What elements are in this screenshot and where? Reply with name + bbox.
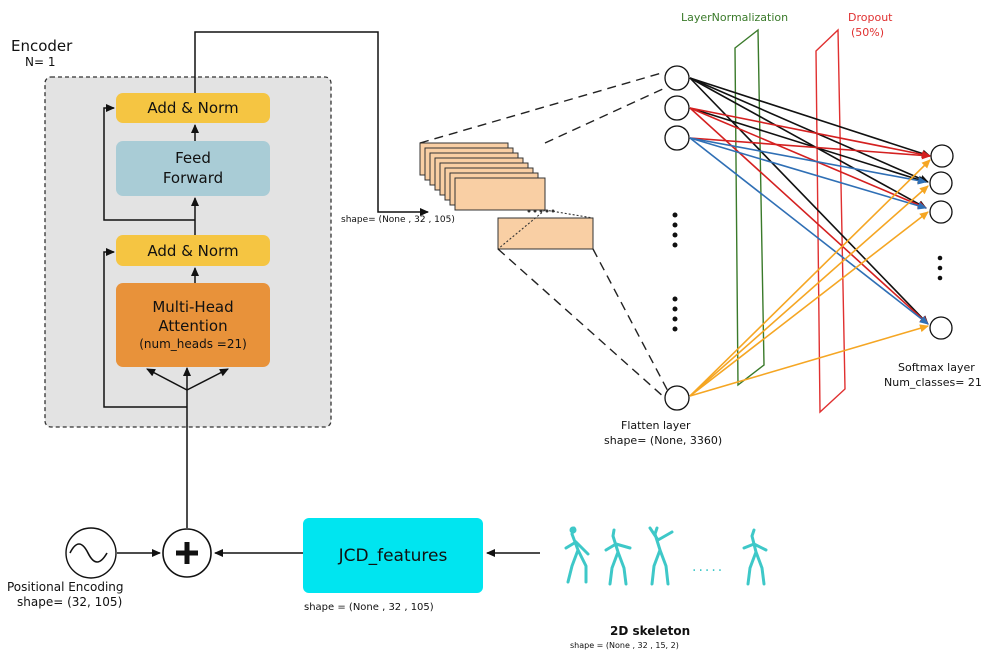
single-feature-map — [497, 217, 594, 250]
encoder-title: Encoder — [11, 37, 73, 55]
feed-forward-box — [116, 141, 270, 196]
layernorm-label: LayerNormalization — [681, 11, 789, 24]
positional-encoding-label: Positional Encoding — [7, 580, 124, 594]
positional-encoding-shape: shape= (32, 105) — [17, 595, 123, 609]
skeleton-label: 2D skeleton — [610, 624, 691, 638]
add-norm-top-label: Add & Norm — [147, 99, 239, 117]
add-norm-bottom-label: Add & Norm — [147, 241, 239, 260]
dropout-plane — [815, 28, 846, 414]
mha-label: Multi-Head Attention (num_heads =21) — [139, 297, 247, 351]
skeleton-figures — [564, 526, 768, 586]
softmax-classes: Num_classes= 21 — [884, 376, 982, 389]
skeleton-shape: shape = (None , 32 , 15, 2) — [570, 641, 679, 650]
positional-encoding-icon — [65, 527, 117, 579]
flatten-shape: shape= (None, 3360) — [604, 434, 723, 447]
add-norm-top-box — [116, 93, 270, 123]
dropout-label: Dropout — [848, 11, 893, 24]
dropout-rate: (50%) — [851, 26, 885, 39]
plus-icon — [176, 542, 198, 564]
flatten-neurons — [664, 65, 690, 411]
encoder-output-shape: shape= (None , 32 , 105) — [341, 215, 455, 225]
softmax-label: Softmax layer — [898, 361, 975, 374]
layernorm-plane — [734, 28, 765, 387]
skeleton-ellipsis: ..... — [692, 559, 725, 575]
flatten-ellipsis — [672, 212, 678, 332]
jcd-shape: shape = (None , 32 , 105) — [304, 602, 434, 613]
sine-wave-icon — [69, 543, 108, 563]
jcd-features-label: JCD_features — [338, 545, 448, 566]
jcd-features-box — [303, 518, 483, 593]
softmax-neurons — [929, 144, 954, 340]
flatten-label: Flatten layer — [621, 419, 691, 432]
mha-box — [116, 283, 270, 367]
feature-map-stack — [419, 142, 546, 211]
softmax-ellipsis — [937, 255, 943, 281]
feed-forward-label: Feed Forward — [162, 149, 224, 187]
add-norm-bottom-box — [116, 235, 270, 266]
encoder-n-label: N= 1 — [25, 55, 56, 69]
